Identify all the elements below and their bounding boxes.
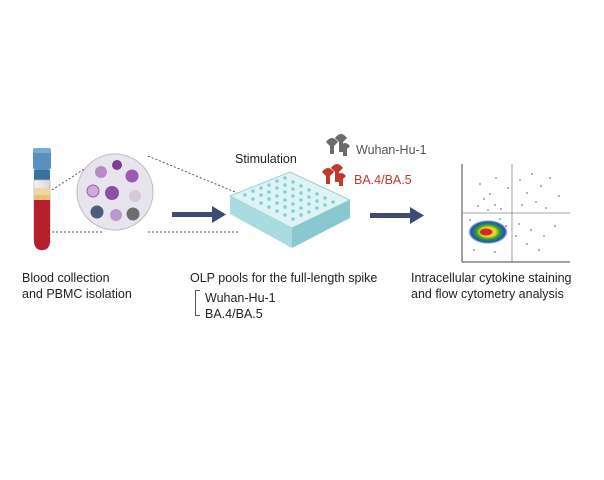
arrow-right-icon <box>172 206 226 223</box>
legend-ba-label: BA.4/BA.5 <box>354 173 412 187</box>
pool-ba-label: BA.4/BA.5 <box>205 307 263 321</box>
legend-wuhan-label: Wuhan-Hu-1 <box>356 143 427 157</box>
pool-bracket <box>195 290 200 316</box>
flow-cytometry-plot-icon <box>461 164 570 263</box>
pbmc-cells-icon <box>76 153 154 231</box>
red-spike-protein-icon <box>322 164 346 186</box>
step3-label-line2: and flow cytometry analysis <box>411 287 564 301</box>
step2-label: OLP pools for the full-length spike <box>190 271 378 285</box>
stimulation-label: Stimulation <box>235 152 297 166</box>
step1-label-line2: and PBMC isolation <box>22 287 132 301</box>
blood-tube-icon <box>33 148 51 251</box>
zoom-lines <box>51 155 241 233</box>
step3-label-line1: Intracellular cytokine staining <box>411 271 572 285</box>
arrow-right-icon <box>370 207 424 224</box>
pool-wuhan-label: Wuhan-Hu-1 <box>205 291 276 305</box>
step1-label-line1: Blood collection <box>22 271 110 285</box>
gray-spike-protein-icon <box>326 134 350 156</box>
well-plate-icon <box>228 171 352 248</box>
